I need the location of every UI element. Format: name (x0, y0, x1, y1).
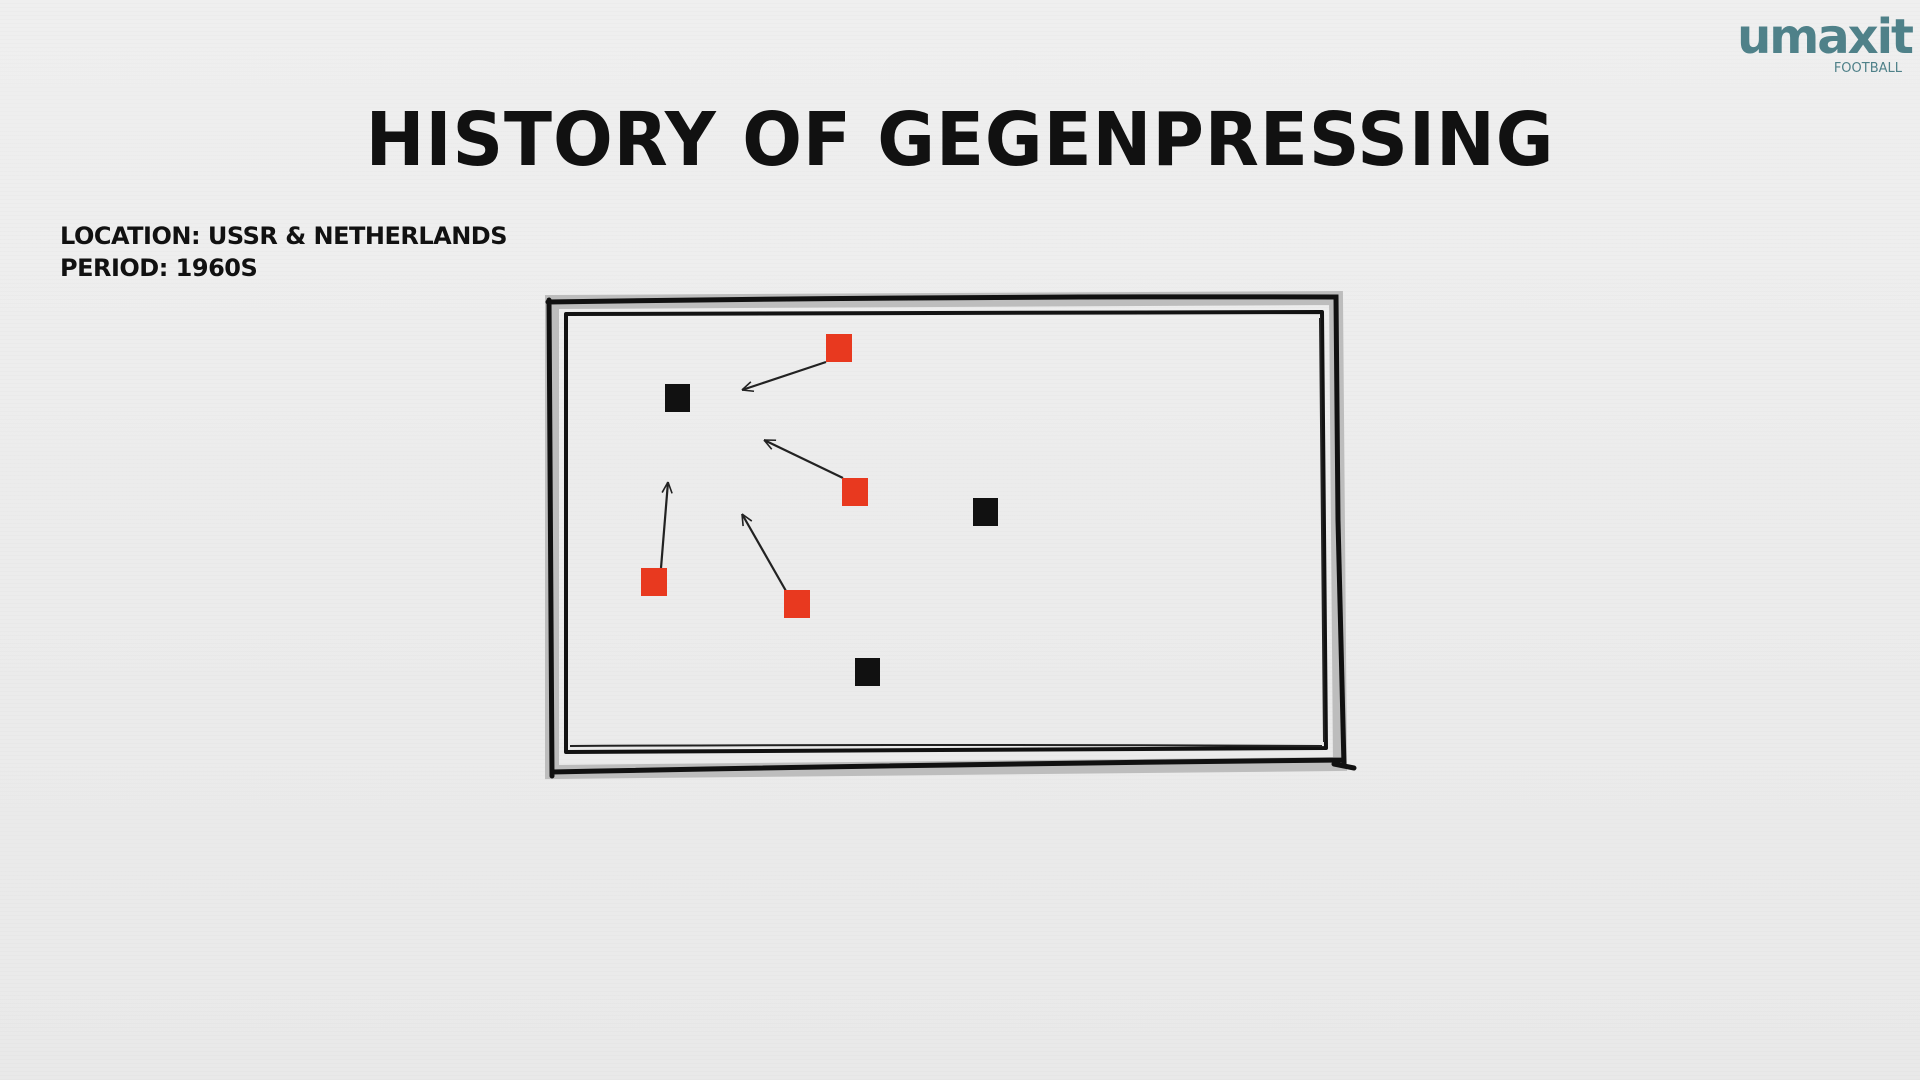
arrow (741, 513, 787, 592)
pitch-inner-sketch-line (569, 317, 1325, 747)
red-players (641, 334, 868, 618)
logo-subtitle: FOOTBALL (1833, 61, 1902, 76)
black-player-marker (665, 384, 690, 412)
red-player-marker (826, 334, 852, 362)
period-label: PERIOD: 1960S (60, 254, 258, 282)
black-player-marker (855, 658, 880, 686)
pitch-inner-line (564, 310, 1328, 754)
black-player-marker (973, 498, 998, 526)
umaxit-football-logo: umaxit FOOTBALL (1712, 9, 1914, 76)
logo-wordmark: umaxit (1737, 9, 1914, 65)
info-block: LOCATION: USSR & NETHERLANDS PERIOD: 196… (60, 220, 507, 284)
red-player-marker (784, 590, 810, 618)
arrow (741, 360, 827, 393)
pitch (545, 290, 1357, 780)
black-players (665, 384, 998, 686)
pressing-arrows (659, 360, 844, 592)
page-title: HISTORY OF GEGENPRESSING (365, 97, 1555, 183)
pitch-outer-line (545, 294, 1357, 779)
red-player-marker (641, 568, 667, 596)
arrow (659, 481, 673, 569)
arrow (763, 439, 844, 479)
location-label: LOCATION: USSR & NETHERLANDS (60, 222, 507, 250)
pitch-grey-band (545, 290, 1348, 780)
red-player-marker (842, 478, 868, 506)
